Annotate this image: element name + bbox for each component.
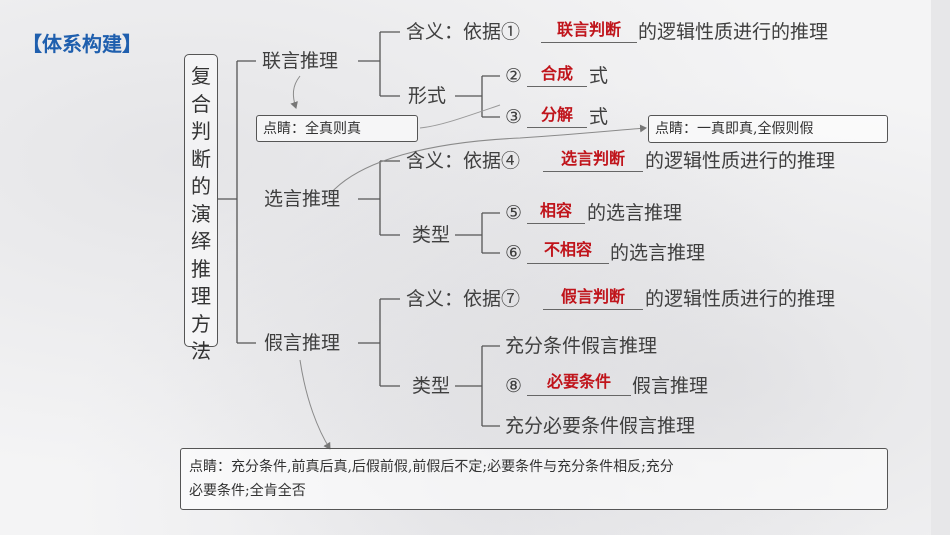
hyp-type-suffix-2: 假言推理 xyxy=(632,375,709,397)
hyp-tip-line-1: 点睛：充分条件,前真后真,后假前假,前假后不定;必要条件与充分条件相反;充分 xyxy=(189,459,674,475)
hyp-type-item-1: 充分条件假言推理 xyxy=(505,335,658,357)
conj-tip-box: 点睛：全真则真 xyxy=(256,115,418,142)
section-title: 【体系构建】 xyxy=(22,32,142,56)
answer-underline xyxy=(543,171,643,172)
hyp-meaning-answer: 假言判断 xyxy=(560,287,625,306)
disj-meaning-prefix: 含义：依据④ xyxy=(406,150,521,172)
disj-type-answer-1: 相容 xyxy=(539,201,572,220)
answer-underline xyxy=(527,223,585,224)
conj-form-suffix-2: 式 xyxy=(589,106,609,128)
hyp-type-num-2: ⑧ xyxy=(505,375,523,397)
disj-type-suffix-2: 的选言推理 xyxy=(610,242,706,264)
hyp-type-item-3: 充分必要条件假言推理 xyxy=(505,415,696,437)
root-box: 复合判断的演绎推理方法 xyxy=(184,54,218,363)
disj-type-suffix-1: 的选言推理 xyxy=(587,202,683,224)
answer-underline xyxy=(527,127,587,128)
branch-conj-label: 联言推理 xyxy=(262,50,339,72)
disj-meaning-answer: 选言判断 xyxy=(560,149,625,168)
conj-form-num-1: ② xyxy=(505,65,523,87)
disj-meaning-suffix: 的逻辑性质进行的推理 xyxy=(645,150,836,172)
hyp-meaning-prefix: 含义：依据⑦ xyxy=(406,288,521,310)
conj-meaning-suffix: 的逻辑性质进行的推理 xyxy=(638,21,829,43)
hyp-type-answer-2: 必要条件 xyxy=(546,372,611,391)
conj-form-answer-1: 合成 xyxy=(540,64,573,83)
conj-meaning-prefix: 含义：依据① xyxy=(406,21,521,43)
disj-type-num-2: ⑥ xyxy=(505,242,523,264)
conj-meaning-answer: 联言判断 xyxy=(556,20,621,39)
conj-form-suffix-1: 式 xyxy=(589,65,609,87)
root-label: 复合判断的演绎推理方法 xyxy=(191,64,211,363)
branch-hyp-label: 假言推理 xyxy=(264,332,341,354)
hyp-type-label: 类型 xyxy=(412,375,451,397)
branch-disj-label: 选言推理 xyxy=(264,188,341,210)
disj-tip-box: 点睛：一真即真,全假则假 xyxy=(648,115,888,143)
conj-form-answer-2: 分解 xyxy=(540,105,573,124)
answer-underline xyxy=(541,42,637,43)
answer-underline xyxy=(527,263,609,264)
conj-form-label: 形式 xyxy=(408,85,447,107)
hyp-tip-box: 点睛：充分条件,前真后真,后假前假,前假后不定;必要条件与充分条件相反;充分 必… xyxy=(180,448,888,510)
disj-type-num-1: ⑤ xyxy=(505,202,523,224)
hyp-meaning-suffix: 的逻辑性质进行的推理 xyxy=(645,288,836,310)
disj-type-answer-2: 不相容 xyxy=(543,240,592,259)
hyp-tip-line-2: 必要条件;全肯全否 xyxy=(189,483,306,499)
conj-form-num-2: ③ xyxy=(505,106,523,128)
answer-underline xyxy=(543,309,643,310)
right-edge-bar xyxy=(931,0,950,535)
answer-underline xyxy=(527,395,631,396)
disj-type-label: 类型 xyxy=(412,224,451,246)
answer-underline xyxy=(527,86,587,87)
